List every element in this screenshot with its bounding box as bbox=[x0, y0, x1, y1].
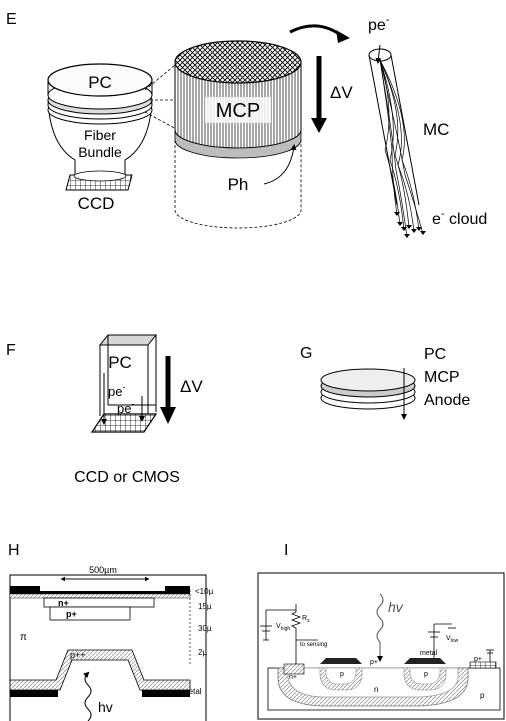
label-pe-e: pe- bbox=[368, 14, 390, 34]
label-mc: MC bbox=[423, 120, 449, 139]
hv-photon-arrow-h bbox=[83, 671, 92, 721]
label-p-plus-h: p+ bbox=[66, 609, 77, 619]
ph-pointer-arrow bbox=[263, 144, 297, 185]
label-mcp-e: MCP bbox=[216, 100, 260, 122]
label-p2: p bbox=[424, 671, 428, 678]
panel-g: G PC MCP Anode bbox=[300, 345, 470, 420]
zoom-arrow bbox=[289, 24, 343, 38]
label-dv-f: ΔV bbox=[180, 377, 203, 396]
label-pc-f: PC bbox=[108, 353, 132, 372]
label-pi: π bbox=[20, 632, 27, 643]
label-fiber: Fiber bbox=[84, 127, 116, 143]
micro-channel bbox=[368, 44, 426, 238]
zoom-lines bbox=[144, 64, 179, 131]
label-vlow: Vlow bbox=[446, 635, 459, 644]
panel-h: H 500µm n+ p+ π p++ metal hv <10µ 15µ 30… bbox=[8, 542, 214, 721]
panel-letter-f: F bbox=[6, 342, 16, 359]
label-depth-3: 30µ bbox=[198, 624, 212, 633]
p-plus-plus-region bbox=[9, 649, 191, 691]
panel-letter-e: E bbox=[6, 11, 17, 28]
panel-letter-g: G bbox=[300, 345, 312, 362]
hv-photon-arrow-i bbox=[376, 593, 384, 662]
label-hv-h: hv bbox=[98, 699, 113, 715]
label-anode-g: Anode bbox=[424, 392, 470, 409]
label-depth-4: 2µ bbox=[198, 648, 207, 657]
top-metal bbox=[10, 586, 190, 594]
label-dv-e: ΔV bbox=[330, 83, 353, 102]
mcp-cylinder bbox=[174, 40, 302, 229]
label-pplus-mid: p+ bbox=[370, 659, 378, 666]
label-to-sensing: to sensing bbox=[300, 642, 327, 648]
stacked-discs-g bbox=[320, 368, 416, 410]
label-n-plus: n+ bbox=[58, 598, 69, 608]
panel-letter-h: H bbox=[8, 542, 20, 559]
label-depth-2: 15µ bbox=[198, 602, 212, 611]
label-ccd-cmos: CCD or CMOS bbox=[74, 469, 180, 486]
label-metal-h: metal bbox=[182, 687, 202, 696]
label-depth-1: <10µ bbox=[195, 587, 214, 596]
label-n: n bbox=[374, 685, 378, 694]
vlow-source bbox=[428, 623, 494, 662]
label-pc-g: PC bbox=[424, 346, 446, 363]
label-p1: p bbox=[340, 671, 344, 678]
panel-f: F PC pe- pe- ΔV CCD or CMOS bbox=[6, 334, 203, 486]
label-pc-e: PC bbox=[88, 73, 112, 92]
label-bundle: Bundle bbox=[78, 144, 122, 160]
label-hv-i: hv bbox=[388, 599, 404, 615]
label-500um: 500µm bbox=[89, 565, 117, 575]
label-pe2-f: pe- bbox=[117, 399, 134, 416]
gate-contact-2 bbox=[404, 658, 446, 664]
label-p-pp: p++ bbox=[70, 650, 86, 660]
f-ccd-grid bbox=[90, 413, 158, 433]
gate-contact-1 bbox=[320, 658, 362, 664]
label-ccd-e: CCD bbox=[78, 194, 115, 213]
label-e-cloud: e- cloud bbox=[432, 208, 487, 228]
label-rs: Rs bbox=[302, 615, 310, 624]
label-nplus-i: n+ bbox=[289, 674, 297, 681]
panel-i: I p n p p n+ p+ p+ metal hv bbox=[257, 542, 505, 720]
vhigh-source bbox=[260, 604, 318, 664]
panel-letter-i: I bbox=[284, 542, 288, 559]
label-mcp-g: MCP bbox=[424, 369, 460, 386]
label-metal-i: metal bbox=[420, 650, 438, 657]
label-pplus-right: p+ bbox=[474, 656, 482, 663]
label-ph: Ph bbox=[228, 175, 249, 194]
label-vhigh: Vhigh bbox=[276, 623, 290, 632]
panel-e: E PC Fiber Bundle CCD MCP Ph bbox=[6, 11, 487, 238]
label-p-sub: p bbox=[480, 691, 485, 700]
label-pe1-f: pe- bbox=[108, 382, 125, 399]
photocathode-disc bbox=[47, 63, 153, 97]
